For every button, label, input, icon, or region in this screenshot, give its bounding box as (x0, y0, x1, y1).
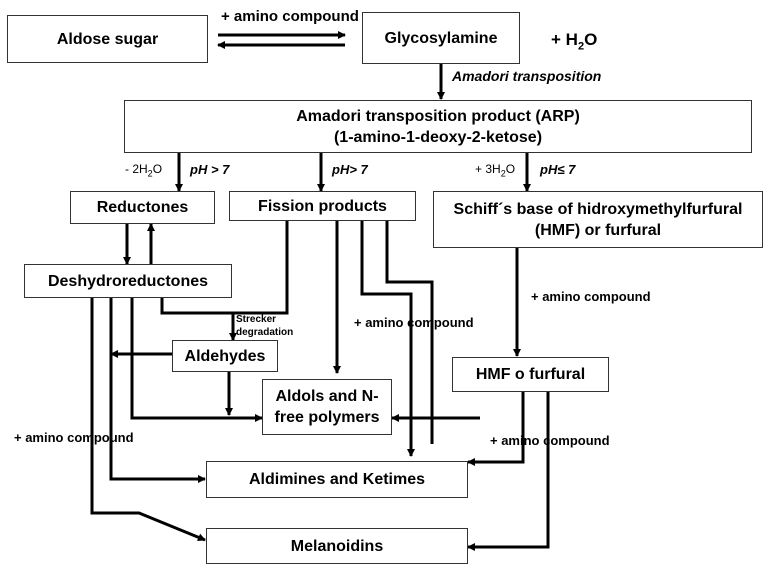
ph-gt7-left-label: pH > 7 (190, 162, 230, 177)
amino-compound-right-label: + amino compound (531, 289, 651, 304)
deshydro-to-aldimines-line (109, 298, 206, 483)
fission-amino-line (385, 221, 434, 444)
aldols-label-line1: Aldols and N- (275, 388, 379, 405)
schiff-base-label-line1: Schiff´s base of hidroxymethylfurfural (453, 200, 743, 218)
amino-compound-mid-label: + amino compound (354, 315, 474, 330)
deshydroreductones-box: Deshydroreductones (24, 264, 232, 298)
melanoidins-label: Melanoidins (290, 537, 384, 555)
hmf-to-melanoidins-line (467, 392, 550, 551)
reductones-box: Reductones (70, 191, 215, 224)
fission-to-aldimines-line (360, 221, 415, 457)
deshydro-to-melanoidins-line (90, 298, 206, 542)
aldimines-box: Aldimines and Ketimes (206, 461, 468, 498)
minus-2h2o-suffix: O (152, 162, 163, 176)
minus-2h2o-prefix: - 2H (125, 162, 148, 176)
glycosylamine-label: Glycosylamine (384, 29, 498, 47)
fission-products-box: Fission products (229, 191, 416, 221)
aldehydes-label: Aldehydes (184, 347, 266, 365)
amino-compound-top-label: + amino compound (221, 8, 359, 25)
arp-label-line1: Amadori transposition product (ARP) (296, 107, 580, 125)
hmf-label: HMF o furfural (475, 366, 586, 383)
minus-2h2o-sub: 2 (147, 168, 153, 179)
arp-label-line2: (1-amino-1-deoxy-2-ketose) (333, 128, 543, 146)
strecker-degradation-label: Strecker degradation (236, 314, 294, 338)
minus-2h2o-label: - 2H2O (125, 162, 162, 178)
water-top-prefix: + H (551, 30, 578, 49)
deshydro-to-aldols-line (130, 298, 263, 422)
aldose-sugar-label: Aldose sugar (56, 30, 159, 48)
schiff-base-box: Schiff´s base of hidroxymethylfurfural (… (433, 191, 763, 248)
ph-le7-label: pH≤ 7 (540, 162, 576, 177)
schiff-base-label-line2: (HMF) or furfural (534, 221, 662, 239)
water-top-label: + H2O (551, 30, 597, 52)
plus-3h2o-sub: 2 (500, 168, 506, 179)
aldols-box: Aldols and N- free polymers (262, 379, 392, 435)
water-top-suffix: O (584, 30, 598, 49)
ph-gt7-mid-label: pH> 7 (332, 162, 368, 177)
aldols-label-line2: free polymers (274, 409, 380, 426)
fission-products-label: Fission products (258, 197, 387, 215)
fission-to-aldehydes-line (229, 221, 289, 341)
aldimines-label: Aldimines and Ketimes (248, 471, 426, 488)
amino-compound-bottom-right-label: + amino compound (490, 433, 610, 448)
plus-3h2o-label: + 3H2O (475, 162, 515, 178)
arp-box: Amadori transposition product (ARP) (1-a… (124, 100, 752, 153)
deshydro-to-aldehydes-line (160, 298, 233, 315)
amino-compound-left-label: + amino compound (14, 430, 134, 445)
hmf-box: HMF o furfural (452, 357, 609, 392)
plus-3h2o-prefix: + 3H (475, 162, 501, 176)
hmf-to-aldimines-line (467, 392, 525, 466)
amadori-transposition-label: Amadori transposition (452, 68, 602, 84)
plus-3h2o-suffix: O (505, 162, 516, 176)
aldose-sugar-box: Aldose sugar (7, 15, 208, 63)
deshydroreductones-label: Deshydroreductones (47, 272, 209, 290)
reductones-label: Reductones (96, 199, 189, 216)
water-top-sub: 2 (577, 40, 585, 53)
glycosylamine-box: Glycosylamine (362, 12, 520, 64)
aldehydes-box: Aldehydes (172, 340, 278, 372)
melanoidins-box: Melanoidins (206, 528, 468, 564)
